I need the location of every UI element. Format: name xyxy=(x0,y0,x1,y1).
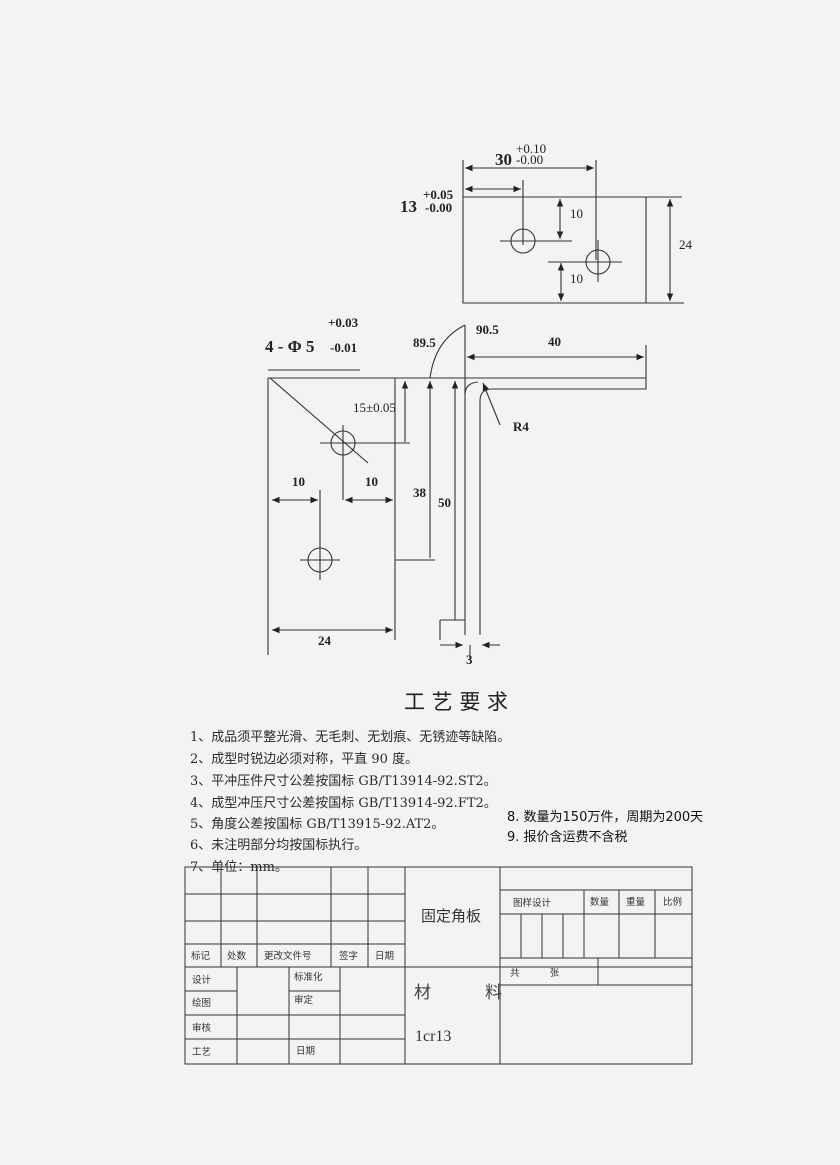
note-quantity: 8. 数量为150万件，周期为200天 xyxy=(507,810,704,825)
header-weight: 重量 xyxy=(626,896,646,908)
requirement-item: 7、单位：mm。 xyxy=(190,860,288,875)
requirement-item: 2、成型时锐边必须对称，平直 90 度。 xyxy=(190,752,419,767)
role-process: 工艺 xyxy=(192,1047,211,1058)
header-count: 处数 xyxy=(227,950,247,962)
angle-90-5: 90.5 xyxy=(476,322,499,337)
dim-24-top: 24 xyxy=(679,237,693,252)
hole-4 xyxy=(300,490,340,580)
requirement-item: 5、角度公差按国标 GB/T13915-92.AT2。 xyxy=(190,817,445,832)
header-date: 日期 xyxy=(375,951,394,962)
dim-38: 38 xyxy=(413,485,427,500)
top-view: 30 +0.10 -0.00 13 +0.05 -0.00 10 10 24 xyxy=(400,141,693,304)
material-label: 材 料 xyxy=(414,983,502,1003)
role-drawing: 绘图 xyxy=(192,997,211,1009)
title-block: 标记 处数 更改文件号 签字 日期 设计 绘图 审核 工艺 标准化 审定 日期 … xyxy=(184,866,693,1065)
note-pricing: 9. 报价含运费不含税 xyxy=(507,830,628,845)
dim-13-lower-tol: -0.00 xyxy=(425,200,452,215)
side-view: +0.03 4 - Φ 5 -0.01 89.5 90.5 40 R4 15±0… xyxy=(265,315,647,667)
requirement-item: 1、成品须平整光滑、无毛刺、无划痕、无锈迹等缺陷。 xyxy=(190,730,511,745)
dim-30-lower-tol: -0.00 xyxy=(516,152,543,167)
dim-40: 40 xyxy=(548,334,561,349)
dim-13-upper-tol: +0.05 xyxy=(423,187,454,202)
header-template-design: 图样设计 xyxy=(513,897,552,909)
dim-15: 15±0.05 xyxy=(353,400,396,415)
dim-10-lower: 10 xyxy=(570,271,583,286)
hole-2 xyxy=(548,240,622,282)
hole-3 xyxy=(320,425,395,500)
hole-1 xyxy=(500,228,572,254)
part-name: 固定角板 xyxy=(421,907,481,925)
requirement-item: 6、未注明部分均按国标执行。 xyxy=(190,838,368,853)
dim-50: 50 xyxy=(438,495,451,510)
dim-10-left: 10 xyxy=(292,474,305,489)
material-value: 1cr13 xyxy=(415,1028,451,1045)
requirements-title: 工 艺 要 求 xyxy=(404,690,509,714)
header-scale: 比例 xyxy=(663,896,682,908)
role-date: 日期 xyxy=(296,1046,315,1057)
dim-24-side: 24 xyxy=(318,633,332,648)
dim-10-upper: 10 xyxy=(570,206,583,221)
role-review: 审核 xyxy=(192,1022,212,1034)
requirement-item: 3、平冲压件尺寸公差按国标 GB/T13914-92.ST2。 xyxy=(190,774,497,789)
requirement-item: 4、成型冲压尺寸公差按国标 GB/T13914-92.FT2。 xyxy=(190,796,497,811)
dim-3: 3 xyxy=(466,652,473,667)
role-design: 设计 xyxy=(192,974,212,986)
sheet-count: 共 张 xyxy=(510,968,560,979)
hole-spec: 4 - Φ 5 xyxy=(265,337,315,356)
hole-lower-tol: -0.01 xyxy=(330,340,357,355)
dim-30-upper-tol: +0.10 xyxy=(516,141,546,156)
header-sign: 签字 xyxy=(339,950,358,962)
role-approve: 审定 xyxy=(294,994,314,1006)
angle-89-5: 89.5 xyxy=(413,335,436,350)
radius-r4: R4 xyxy=(513,419,529,434)
header-change-doc: 更改文件号 xyxy=(264,950,312,962)
header-mark: 标记 xyxy=(191,950,211,962)
header-quantity: 数量 xyxy=(590,896,610,908)
dim-13: 13 xyxy=(400,197,417,216)
role-standardize: 标准化 xyxy=(294,971,323,983)
dim-30: 30 xyxy=(495,150,512,169)
dim-10-right: 10 xyxy=(365,474,378,489)
hole-upper-tol: +0.03 xyxy=(328,315,359,330)
